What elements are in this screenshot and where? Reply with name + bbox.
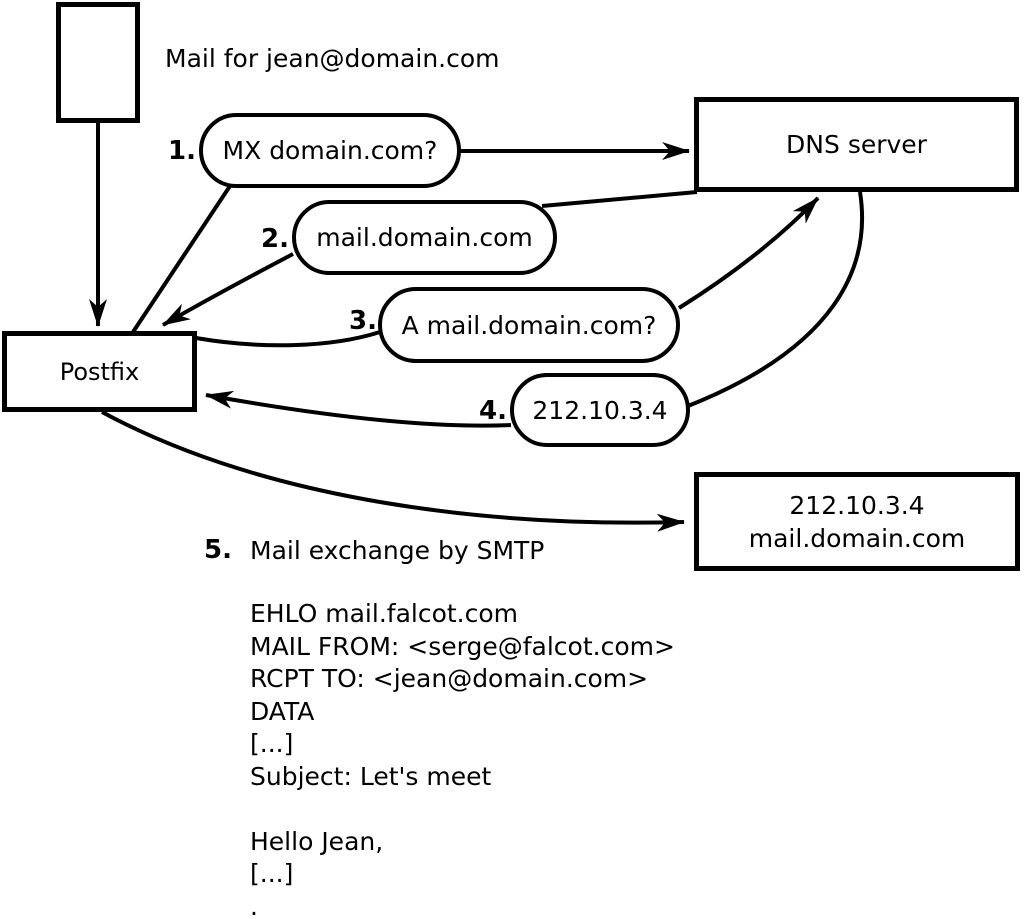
mail-server-hostname: mail.domain.com [748, 523, 966, 553]
step-label-5: Mail exchange by SMTP [250, 536, 545, 565]
mail-for-label: Mail for jean@domain.com [165, 44, 500, 73]
step-label-1: MX domain.com? [222, 136, 438, 165]
line-dns-to-pill2 [541, 190, 698, 208]
arrow-pill4-to-postfix [205, 390, 512, 428]
line-dns-to-pill4 [687, 191, 865, 408]
step-pill-2: mail.domain.com [292, 200, 557, 275]
dns-server-label: DNS server [786, 130, 927, 159]
postfix-label: Postfix [59, 357, 140, 386]
mail-server-ip: 212.10.3.4 [789, 490, 925, 520]
line-postfix-to-pill3 [195, 330, 381, 348]
arrow-pill3-to-dns [677, 196, 820, 310]
arrow-postfix-to-mailserver [101, 410, 685, 532]
step-number-2: 2. [261, 224, 289, 254]
mail-server-box: 212.10.3.4 mail.domain.com [694, 472, 1020, 571]
mail-client-box [56, 2, 140, 123]
step-pill-3: A mail.domain.com? [378, 287, 680, 363]
smtp-transcript: EHLO mail.falcot.com MAIL FROM: <serge@f… [250, 599, 675, 919]
step-pill-1: MX domain.com? [199, 113, 461, 188]
step-number-5: 5. [204, 535, 232, 565]
step-label-2: mail.domain.com [316, 223, 533, 252]
step-number-4: 4. [479, 396, 507, 426]
line-postfix-to-pill1 [131, 184, 232, 334]
step-pill-4: 212.10.3.4 [510, 373, 690, 447]
dns-server-box: DNS server [694, 97, 1019, 192]
postfix-box: Postfix [2, 331, 197, 412]
step-number-3: 3. [349, 306, 377, 336]
step-label-3: A mail.domain.com? [401, 310, 657, 340]
step-number-1: 1. [168, 136, 196, 166]
step-label-4: 212.10.3.4 [532, 395, 668, 425]
arrow-pill2-to-postfix [162, 252, 294, 327]
